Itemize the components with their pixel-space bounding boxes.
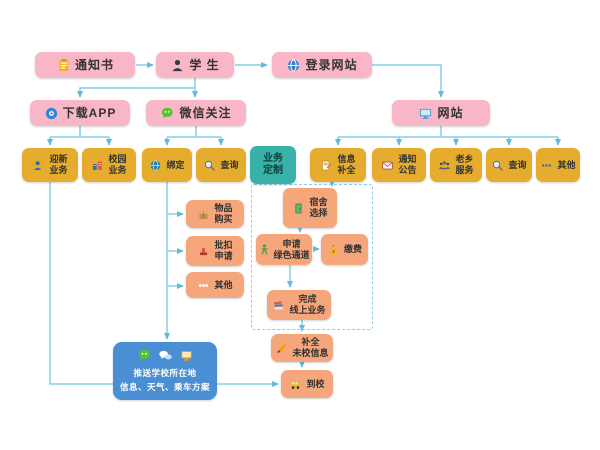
campus-business-label: 校园 业务 [108, 154, 127, 175]
query-wechat-label: 查询 [220, 159, 239, 170]
pencil-icon [275, 342, 288, 355]
notice-announcement-label: 通知 公告 [398, 154, 417, 175]
other-website-node: 其他 [536, 148, 580, 182]
magnifier-icon [203, 159, 216, 172]
notice-announcement-node: 通知 公告 [372, 148, 426, 182]
dots-icon [197, 279, 210, 292]
other-services-label: 其他 [214, 279, 233, 290]
envelope-icon [381, 159, 394, 172]
chat-bubbles-icon [158, 348, 173, 363]
screen-icon [179, 348, 194, 363]
student-node: 学 生 [156, 52, 234, 78]
pay-node: ¥ 缴费 [321, 234, 368, 265]
dorm-selection-node: 宿舍 选择 [283, 188, 337, 228]
svg-text:¥: ¥ [332, 249, 335, 255]
item-purchase-node: 物品 购买 [186, 200, 244, 228]
push-info-label: 推送学校所在地 信息、天气、乘车方案 [119, 368, 210, 392]
download-app-label: 下载APP [62, 105, 117, 120]
login-website-label: 登录网站 [305, 57, 358, 72]
pay-label: 缴费 [343, 244, 362, 255]
download-app-node: 下载APP [30, 100, 130, 126]
arrive-school-label: 到校 [306, 378, 325, 389]
wechat-follow-label: 微信关注 [179, 105, 232, 120]
magnifier-icon [491, 159, 504, 172]
query-wechat-node: 查询 [196, 148, 246, 182]
push-info-node: 推送学校所在地 信息、天气、乘车方案 [113, 342, 217, 400]
bind-node: 绑定 [142, 148, 192, 182]
person-icon [170, 58, 185, 73]
other-website-label: 其他 [557, 159, 576, 170]
push-icon-row [137, 348, 194, 363]
website-label: 网站 [437, 105, 464, 120]
custom-services-group-outline [251, 184, 373, 330]
notice-node: 通知书 [35, 52, 135, 78]
notice-label: 通知书 [74, 57, 114, 72]
moneybag-icon: ¥ [327, 243, 340, 256]
batch-deduction-label: 批扣 申请 [214, 240, 233, 261]
dots-icon [540, 159, 553, 172]
student-label: 学 生 [189, 57, 220, 72]
info-complete-node: 信息 补全 [310, 148, 366, 182]
query-website-label: 查询 [508, 159, 527, 170]
wechat-icon [160, 106, 175, 121]
business-custom-node: 业务 定制 [250, 146, 296, 184]
dorm-selection-label: 宿舍 选择 [309, 197, 328, 218]
hometown-service-label: 老乡 服务 [455, 154, 474, 175]
app-icon [44, 106, 59, 121]
form-icon [320, 159, 333, 172]
wechat-icon [137, 348, 152, 363]
books-icon [272, 299, 285, 312]
hometown-service-node: 老乡 服务 [430, 148, 482, 182]
package-icon [197, 208, 210, 221]
wechat-follow-node: 微信关注 [146, 100, 246, 126]
campus-business-node: 校园 业务 [82, 148, 136, 182]
campus-buildings-icon [91, 159, 104, 172]
globe-icon [286, 58, 301, 73]
fill-missing-info-node: 补全 未校信息 [271, 334, 333, 362]
query-website-node: 查询 [486, 148, 532, 182]
item-purchase-label: 物品 购买 [214, 203, 233, 224]
document-icon [56, 58, 71, 73]
green-channel-icon [258, 243, 271, 256]
login-website-node: 登录网站 [272, 52, 372, 78]
stamp-icon [197, 245, 210, 258]
bind-label: 绑定 [166, 159, 185, 170]
welcome-business-node: 迎新 业务 [22, 148, 78, 182]
green-channel-node: 申请 绿色通道 [256, 234, 312, 265]
globe-icon [149, 159, 162, 172]
website-node: 网站 [392, 100, 490, 126]
info-complete-label: 信息 补全 [337, 154, 356, 175]
door-icon [292, 202, 305, 215]
monitor-icon [418, 106, 433, 121]
business-custom-label: 业务 定制 [263, 153, 283, 176]
new-student-icon [32, 159, 45, 172]
arrive-school-node: 到校 [281, 370, 333, 398]
batch-deduction-node: 批扣 申请 [186, 236, 244, 266]
other-services-node: 其他 [186, 272, 244, 298]
complete-online-label: 完成 线上业务 [289, 294, 326, 315]
complete-online-node: 完成 线上业务 [267, 290, 331, 320]
people-icon [438, 159, 451, 172]
fill-missing-info-label: 补全 未校信息 [292, 337, 329, 358]
welcome-business-label: 迎新 业务 [49, 154, 68, 175]
green-channel-label: 申请 绿色通道 [273, 238, 310, 260]
bus-icon [289, 378, 302, 391]
